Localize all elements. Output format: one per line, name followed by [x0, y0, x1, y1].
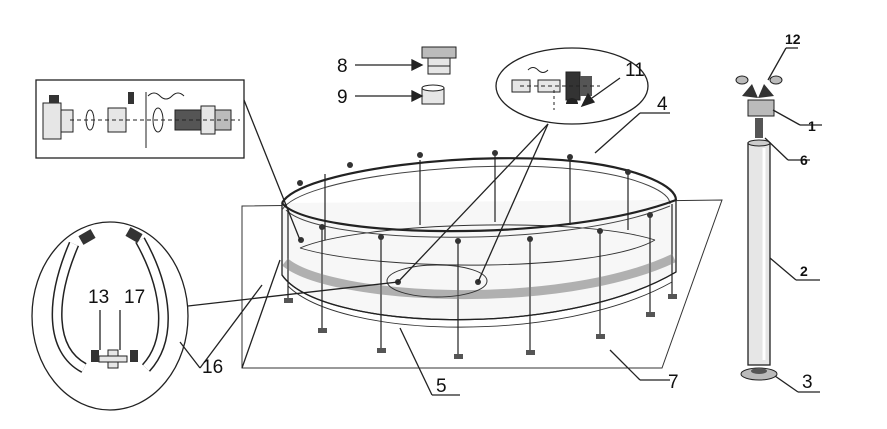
- label-11: 11: [625, 60, 645, 81]
- label-4: 4: [657, 94, 668, 115]
- pool-wall: [281, 200, 677, 328]
- label-13: 13: [88, 287, 109, 308]
- label-1: 1: [808, 118, 816, 134]
- pool-leg-feet: [284, 294, 677, 359]
- leg-assembly: [735, 75, 783, 381]
- connector-inset: [35, 79, 245, 159]
- valve-leader-a: [397, 123, 549, 283]
- label-8: 8: [337, 56, 348, 77]
- hose-inset: [31, 221, 189, 411]
- connector-leader: [243, 99, 301, 241]
- label-9: 9: [337, 87, 348, 108]
- label-5: 5: [436, 376, 447, 397]
- valve-inset: [495, 47, 649, 125]
- inlet-fitting-area: [386, 264, 488, 298]
- valve-leader-b: [477, 123, 549, 283]
- part-9-drawing: [421, 84, 445, 105]
- label-12: 12: [785, 31, 801, 47]
- hose-leader: [187, 281, 399, 307]
- label-17: 17: [124, 287, 145, 308]
- label-16: 16: [202, 357, 223, 378]
- label-3: 3: [802, 372, 813, 393]
- label-2: 2: [800, 263, 808, 279]
- leg-strap-band: [282, 253, 676, 300]
- label-6: 6: [800, 152, 808, 168]
- pool-legs: [287, 155, 673, 356]
- leader-lines: [99, 47, 822, 396]
- rail-joints: [297, 150, 653, 244]
- part-8-drawing: [421, 46, 457, 75]
- label-7: 7: [668, 372, 679, 393]
